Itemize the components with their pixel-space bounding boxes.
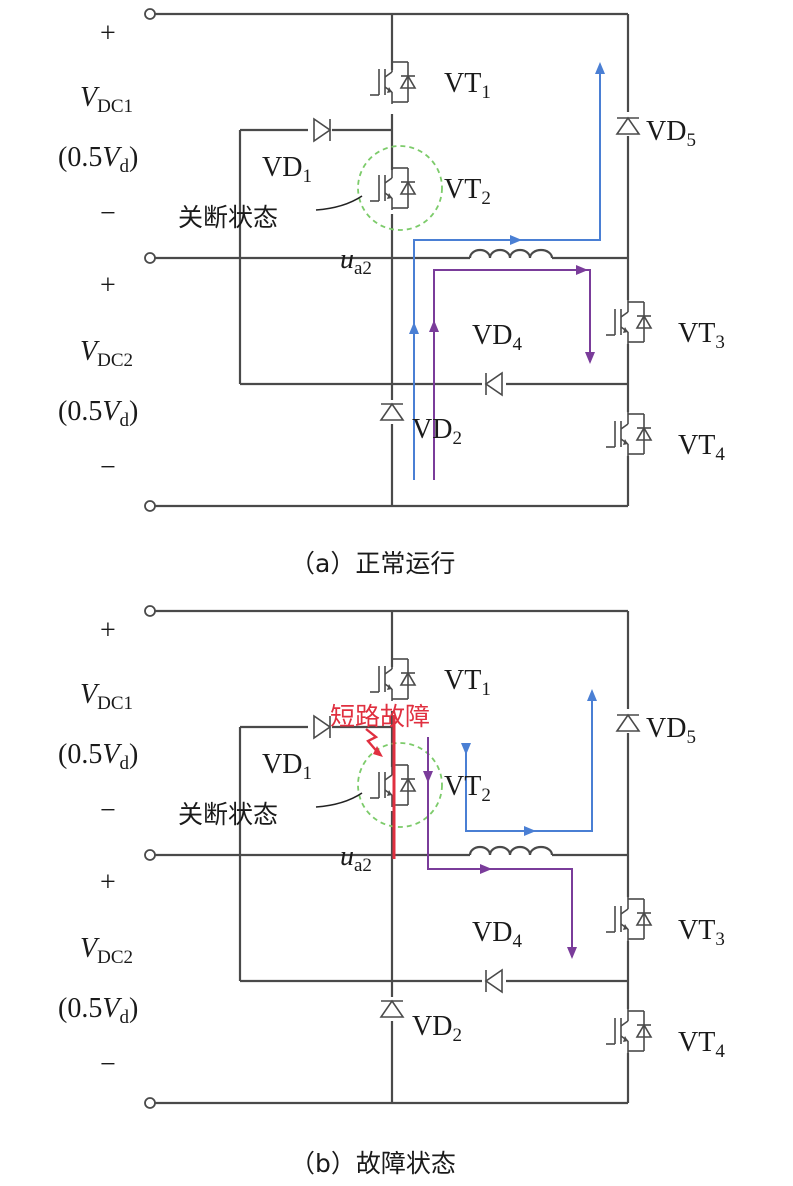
panel-a: + − + − VDC1 (0.5Vd) VDC2 (0.5Vd) VT1 VT… [58, 9, 725, 578]
vdc1-label-a: VDC1 [80, 82, 133, 117]
minus-sign-dc2-b: − [100, 1049, 116, 1080]
vt2-label-b: VT2 [444, 771, 491, 806]
vt1-label-a: VT1 [444, 68, 491, 103]
blue-current-path-a [409, 62, 605, 480]
vdc2-value-b: (0.5Vd) [58, 993, 138, 1028]
off-state-pointer-a [315, 195, 363, 211]
vt3-label-a: VT3 [678, 318, 725, 353]
minus-sign-dc1-a: − [100, 198, 116, 229]
vdc2-value-a: (0.5Vd) [58, 396, 138, 431]
vd4-label-a: VD4 [472, 320, 522, 355]
vt4-label-b: VT4 [678, 1027, 725, 1062]
off-state-label-b: 关断状态 [178, 800, 278, 829]
vt4-label-a: VT4 [678, 430, 725, 465]
vt3-label-b: VT3 [678, 915, 725, 950]
plus-sign-dc1-a: + [100, 18, 116, 49]
minus-sign-dc2-a: − [100, 452, 116, 483]
vt2-label-a: VT2 [444, 174, 491, 209]
vdc1-value-b: (0.5Vd) [58, 739, 138, 774]
off-state-pointer-b [315, 792, 363, 808]
off-state-label-a: 关断状态 [178, 203, 278, 232]
vdc2-label-b: VDC2 [80, 933, 133, 968]
vd1-label-a: VD1 [262, 152, 312, 187]
purple-current-path-a [429, 265, 595, 480]
ua2-label-a: ua2 [340, 244, 372, 279]
panel-b: + − + − VDC1 (0.5Vd) VDC2 (0.5Vd) VT1 VT… [58, 606, 725, 1178]
caption-b: （b）故障状态 [290, 1149, 456, 1178]
blue-current-path-b [461, 689, 597, 836]
circuit-b [145, 606, 654, 1108]
plus-sign-dc2-b: + [100, 867, 116, 898]
short-circuit-fault-b [365, 715, 396, 859]
ua2-label-b: ua2 [340, 841, 372, 876]
off-state-circle-a [357, 145, 443, 231]
vdc1-value-a: (0.5Vd) [58, 142, 138, 177]
plus-sign-dc1-b: + [100, 615, 116, 646]
short-circuit-fault-label: 短路故障 [330, 702, 430, 731]
vd5-label-b: VD5 [646, 713, 696, 748]
off-state-circle-b [357, 742, 443, 828]
vd1-label-b: VD1 [262, 749, 312, 784]
vd2-label-a: VD2 [412, 414, 462, 449]
caption-a: （a）正常运行 [290, 549, 455, 578]
vdc2-label-a: VDC2 [80, 336, 133, 371]
vt1-label-b: VT1 [444, 665, 491, 700]
vd5-label-a: VD5 [646, 116, 696, 151]
vd4-label-b: VD4 [472, 917, 522, 952]
vd2-label-b: VD2 [412, 1011, 462, 1046]
vdc1-label-b: VDC1 [80, 679, 133, 714]
circuit-a [145, 9, 654, 511]
plus-sign-dc2-a: + [100, 270, 116, 301]
purple-current-path-b [423, 737, 577, 959]
minus-sign-dc1-b: − [100, 795, 116, 826]
